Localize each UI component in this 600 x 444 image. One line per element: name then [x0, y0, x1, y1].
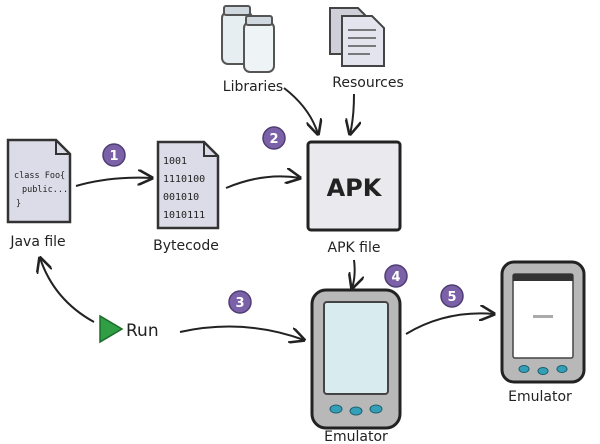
step-number-1: 1 [109, 149, 118, 164]
arrow-run-to-java [40, 258, 95, 323]
step-number-2: 2 [269, 132, 278, 147]
emulator-main-button-right [369, 404, 383, 414]
apk-file-label: APK file [328, 240, 381, 256]
java-doc-line-3: } [16, 199, 21, 209]
libraries-jars-icon [221, 5, 275, 73]
arrow-libraries-to-apk [283, 87, 318, 134]
step-badge-4: 4 [384, 264, 408, 288]
emulator-main-button-left [329, 404, 343, 414]
step-badge-5: 5 [440, 284, 464, 308]
emulator-small-button-center [537, 367, 549, 375]
run-label: Run [126, 321, 159, 341]
run-play-icon [99, 314, 124, 344]
step-badge-3: 3 [228, 290, 252, 314]
arrow-apk-to-emulator [352, 259, 355, 288]
java-doc-line-2: public... [22, 185, 68, 195]
java-file-icon [6, 138, 72, 224]
apk-box [306, 140, 402, 232]
bytecode-line-1: 1001 [163, 156, 187, 167]
step-number-4: 4 [391, 270, 400, 285]
step-badge-1: 1 [102, 143, 126, 167]
arrow-bytecode-to-apk [225, 176, 300, 189]
resources-label: Resources [332, 75, 404, 91]
emulator-main-button-center [349, 406, 363, 416]
bytecode-label: Bytecode [153, 238, 219, 254]
bytecode-line-3: 001010 [163, 192, 199, 203]
step-number-5: 5 [447, 290, 456, 305]
arrow-resources-to-apk [350, 93, 354, 134]
emulator-small-button-right [556, 365, 568, 373]
emulator-main-label: Emulator [324, 429, 388, 444]
emulator-small-button-left [518, 365, 530, 373]
emulator-small-device [500, 260, 586, 384]
step-badge-2: 2 [262, 126, 286, 150]
emulator-main-device [310, 288, 402, 430]
step-number-3: 3 [235, 296, 244, 311]
bytecode-file-icon [156, 140, 220, 230]
java-file-label: Java file [9, 234, 65, 250]
emulator-small-label: Emulator [508, 389, 572, 405]
bytecode-line-2: 1110100 [163, 174, 205, 185]
arrow-java-to-bytecode [75, 178, 152, 187]
bytecode-line-4: 1010111 [163, 210, 205, 221]
resources-docs-icon [329, 7, 385, 67]
arrow-emulator-to-emulator [405, 313, 494, 335]
libraries-label: Libraries [223, 79, 283, 95]
apk-text: APK [327, 174, 383, 202]
java-doc-line-1: class Foo{ [14, 171, 65, 181]
arrow-run-to-emulator [179, 325, 304, 340]
